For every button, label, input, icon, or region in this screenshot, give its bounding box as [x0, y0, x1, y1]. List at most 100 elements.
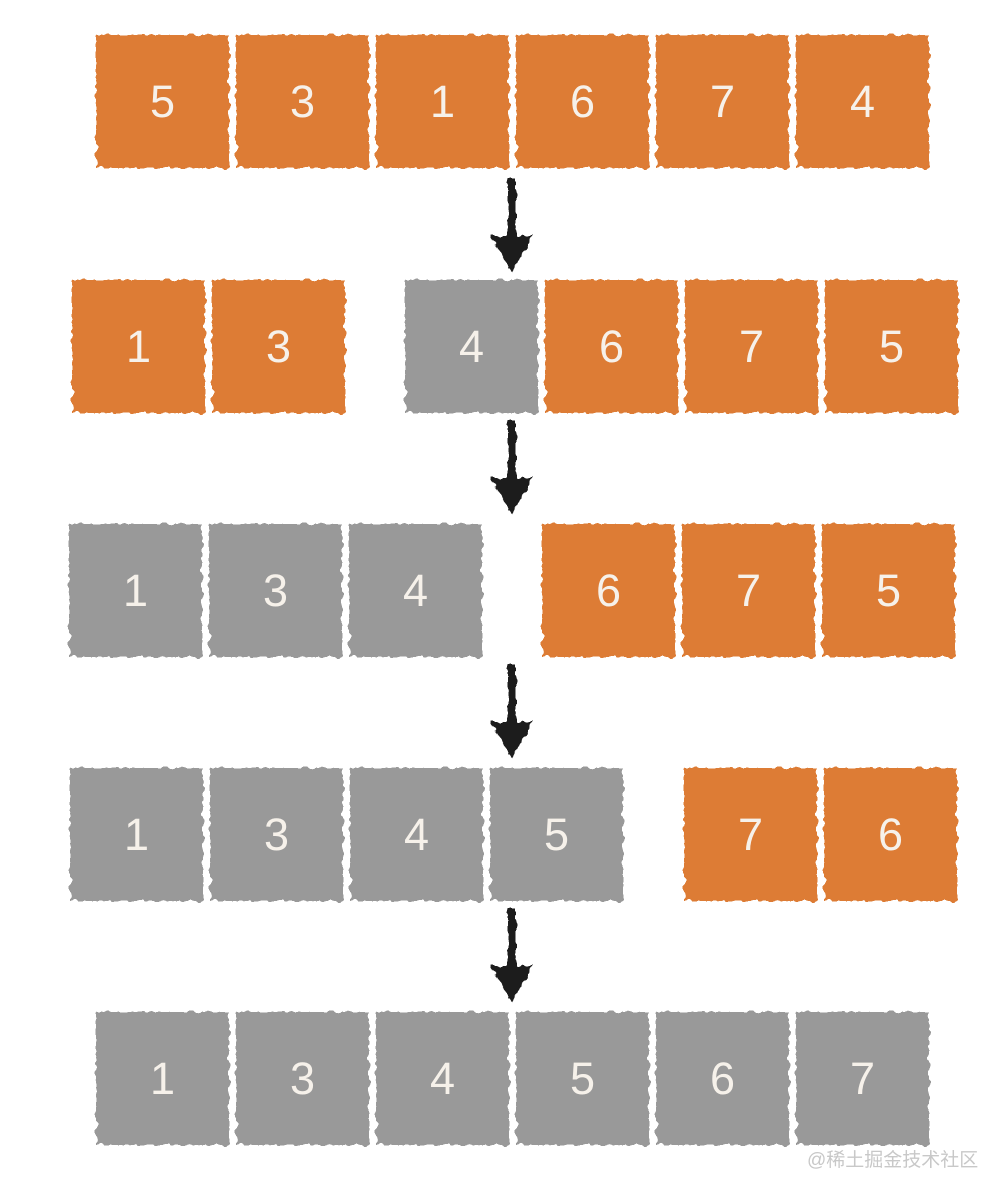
cell-background [825, 280, 958, 413]
array-cell: 4 [347, 522, 484, 659]
cell-background [516, 35, 649, 168]
cell-background [376, 35, 509, 168]
array-cell: 4 [374, 1010, 511, 1147]
array-cell: 6 [654, 1010, 791, 1147]
array-cell: 7 [683, 278, 820, 415]
array-cell: 3 [207, 522, 344, 659]
array-group: 5 3 1 6 7 4 [94, 33, 931, 170]
cell-value: 4 [849, 76, 876, 127]
array-cell: 3 [210, 278, 347, 415]
array-cell: 6 [540, 522, 677, 659]
array-cell: 5 [820, 522, 957, 659]
cell-background [96, 35, 229, 168]
cell-background [685, 280, 818, 413]
cell-value: 1 [125, 321, 152, 372]
cell-value: 5 [875, 565, 902, 616]
down-arrow-icon [488, 178, 536, 272]
array-row-step-5: 1 3 4 5 6 7 [94, 1010, 931, 1147]
cell-value: 7 [738, 321, 765, 372]
array-cell: 5 [488, 766, 625, 903]
array-cell: 4 [403, 278, 540, 415]
cell-value: 5 [569, 1053, 596, 1104]
array-cell: 4 [794, 33, 931, 170]
cell-value: 4 [403, 809, 430, 860]
array-cell: 1 [67, 522, 204, 659]
cell-background [684, 768, 817, 901]
cell-value: 6 [709, 1053, 736, 1104]
cell-value: 3 [289, 76, 316, 127]
cell-value: 4 [458, 321, 485, 372]
cell-value: 4 [429, 1053, 456, 1104]
cell-background [210, 768, 343, 901]
cell-background [796, 35, 929, 168]
array-cell: 7 [682, 766, 819, 903]
cell-value: 7 [709, 76, 736, 127]
cell-background [516, 1012, 649, 1145]
cell-value: 5 [149, 76, 176, 127]
array-cell: 5 [94, 33, 231, 170]
array-cell: 6 [822, 766, 959, 903]
array-cell: 5 [823, 278, 960, 415]
cell-value: 1 [429, 76, 456, 127]
array-cell: 6 [514, 33, 651, 170]
cell-background [796, 1012, 929, 1145]
array-cell: 3 [234, 33, 371, 170]
cell-value: 5 [543, 809, 570, 860]
cell-background [822, 524, 955, 657]
cell-value: 3 [263, 809, 290, 860]
array-group: 6 7 5 [540, 522, 957, 659]
cell-background [350, 768, 483, 901]
cell-value: 6 [877, 809, 904, 860]
cell-background [490, 768, 623, 901]
array-row-step-1: 5 3 1 6 7 4 [94, 33, 931, 170]
array-cell: 1 [70, 278, 207, 415]
array-cell: 1 [94, 1010, 231, 1147]
cell-value: 6 [598, 321, 625, 372]
array-cell: 4 [348, 766, 485, 903]
array-group: 1 3 4 [67, 522, 484, 659]
cell-background [69, 524, 202, 657]
cell-background [212, 280, 345, 413]
array-cell: 7 [680, 522, 817, 659]
array-group: 1 3 4 5 [68, 766, 625, 903]
array-cell: 1 [68, 766, 205, 903]
cell-value: 6 [595, 565, 622, 616]
cell-value: 3 [289, 1053, 316, 1104]
watermark: @稀土掘金技术社区 [807, 1150, 979, 1171]
array-cell: 1 [374, 33, 511, 170]
cell-background [236, 1012, 369, 1145]
cell-value: 3 [265, 321, 292, 372]
array-cell: 3 [234, 1010, 371, 1147]
cell-background [545, 280, 678, 413]
cell-background [349, 524, 482, 657]
cell-background [405, 280, 538, 413]
array-cell: 7 [794, 1010, 931, 1147]
cell-background [236, 35, 369, 168]
array-cell: 7 [654, 33, 791, 170]
cell-value: 7 [737, 809, 764, 860]
cell-value: 1 [122, 565, 149, 616]
cell-value: 4 [402, 565, 429, 616]
down-arrow-icon [488, 420, 536, 514]
cell-background [376, 1012, 509, 1145]
down-arrow-icon [488, 908, 536, 1002]
cell-value: 7 [735, 565, 762, 616]
array-group: 1 3 4 5 6 7 [94, 1010, 931, 1147]
cell-value: 6 [569, 76, 596, 127]
cell-value: 1 [149, 1053, 176, 1104]
array-cell: 5 [514, 1010, 651, 1147]
cell-value: 7 [849, 1053, 876, 1104]
cell-background [96, 1012, 229, 1145]
cell-background [656, 35, 789, 168]
down-arrow-icon [488, 664, 536, 758]
cell-value: 3 [262, 565, 289, 616]
cell-background [824, 768, 957, 901]
cell-background [72, 280, 205, 413]
cell-background [209, 524, 342, 657]
array-cell: 3 [208, 766, 345, 903]
